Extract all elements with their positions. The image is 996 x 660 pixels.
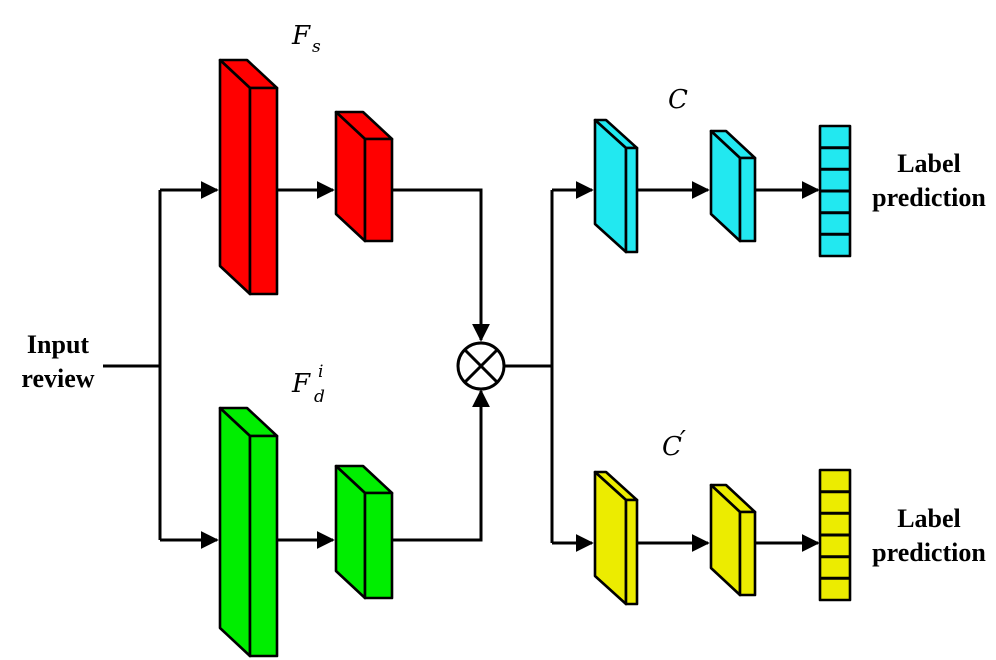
domain-to-combine-arrow (392, 389, 490, 542)
input-label-line2: review (21, 364, 94, 393)
shared-extractor-subscript: s (312, 37, 321, 57)
shared-block-2-front (363, 137, 394, 243)
classifier-prime-block-2 (709, 483, 757, 597)
domain-extractor-label: F d i (291, 362, 325, 407)
shared-to-combine-arrow (392, 188, 490, 342)
shared-extractor-label: F s (291, 21, 321, 57)
classifier-prime-block-1-front (624, 498, 639, 606)
input-review-label: Input review (21, 330, 94, 393)
shared-block-1-side (218, 58, 252, 296)
classifier-prime-symbol: C (662, 432, 682, 462)
classifier-output-label-line2: prediction (872, 183, 986, 212)
domain-block-1-front (248, 434, 279, 658)
classifier-prime-output-label: Label prediction (872, 504, 986, 567)
classifier-output-label: Label prediction (872, 149, 986, 212)
connection-lines (103, 181, 820, 552)
classifier-prime-output-label-line1: Label (897, 504, 961, 533)
classifier-prime-block-1 (593, 470, 639, 606)
domain-extractor-block-2 (334, 464, 394, 600)
classifier-prime-output-label-line2: prediction (872, 538, 986, 567)
input-label-line1: Input (27, 330, 89, 359)
classifier-block-1 (593, 118, 639, 254)
classifier-block-2 (709, 129, 757, 243)
classifier-block-1-front (624, 146, 639, 254)
classifier-output-vector (818, 124, 852, 258)
domain-extractor-symbol: F (291, 369, 311, 399)
classifier-prime-label: C ′ (662, 426, 686, 462)
classifier-block-2-front (738, 156, 757, 243)
shared-extractor-symbol: F (291, 21, 311, 51)
classifier-prime-mark: ′ (680, 426, 686, 456)
shared-extractor-block-1 (218, 58, 279, 296)
combine-operator-cross-b (463, 348, 499, 384)
domain-extractor-subscript: d (314, 387, 325, 407)
domain-block-1-side (218, 406, 252, 658)
combine-operator (456, 341, 506, 391)
domain-block-2-front (363, 491, 394, 600)
classifier-prime-block-2-front (738, 510, 757, 597)
domain-extractor-superscript: i (318, 362, 323, 382)
classifier-output-label-line1: Label (897, 149, 961, 178)
shared-extractor-block-2 (334, 110, 394, 243)
domain-extractor-block-1 (218, 406, 279, 658)
shared-block-1-front (248, 86, 279, 296)
classifier-prime-output-vector (818, 468, 852, 602)
classifier-symbol: C (668, 85, 688, 115)
